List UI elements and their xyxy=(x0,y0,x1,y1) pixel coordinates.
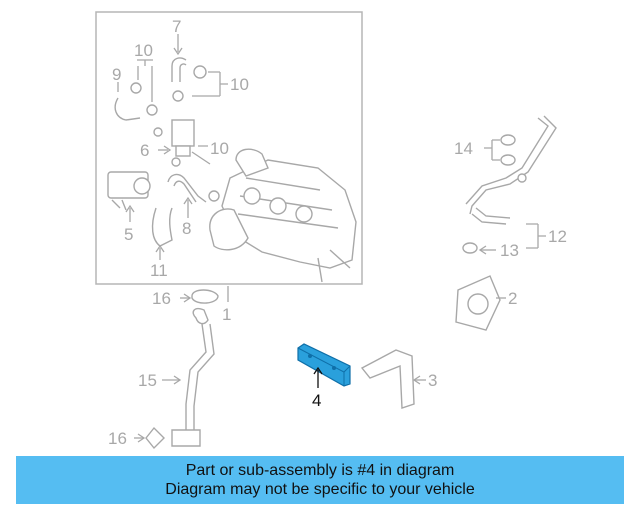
banner-line-2: Diagram may not be specific to your vehi… xyxy=(165,481,475,498)
clamps-part-10-top xyxy=(130,59,228,116)
label-part-10a: 10 xyxy=(134,41,153,60)
label-part-10c: 10 xyxy=(210,139,229,158)
hose-part-9 xyxy=(114,97,141,121)
label-part-12: 12 xyxy=(548,227,567,246)
info-banner: Part or sub-assembly is #4 in diagram Di… xyxy=(16,456,624,504)
hose-part-8 xyxy=(167,173,207,218)
label-part-11: 11 xyxy=(150,261,168,280)
bracket-part-4-highlighted xyxy=(297,343,351,388)
label-part-4: 4 xyxy=(312,391,321,410)
label-part-5: 5 xyxy=(124,225,133,244)
hose-part-11 xyxy=(151,207,173,260)
label-part-13: 13 xyxy=(500,241,519,260)
pipe-part-15 xyxy=(162,308,215,447)
label-part-2: 2 xyxy=(508,289,517,308)
label-part-16b: 16 xyxy=(108,429,127,448)
oil-line-part-12 xyxy=(465,115,557,249)
valve-part-6 xyxy=(153,119,195,157)
clamps-part-10-middle xyxy=(171,145,220,202)
label-part-6: 6 xyxy=(140,141,149,160)
hose-part-7 xyxy=(171,34,187,82)
washers-part-14 xyxy=(484,134,516,166)
turbocharger-manifold xyxy=(209,148,357,283)
label-part-1: 1 xyxy=(222,305,231,324)
assembly-frame xyxy=(95,11,363,285)
label-part-14: 14 xyxy=(454,139,473,158)
gasket-part-16-bottom xyxy=(134,426,165,450)
label-part-10b: 10 xyxy=(230,75,249,94)
label-part-3: 3 xyxy=(428,371,437,390)
label-part-16a: 16 xyxy=(152,289,171,308)
label-part-8: 8 xyxy=(182,219,191,238)
gasket-part-16-top xyxy=(180,289,219,304)
label-part-15: 15 xyxy=(138,371,157,390)
label-part-7: 7 xyxy=(172,17,181,36)
solenoid-part-5 xyxy=(107,171,151,222)
gasket-part-2 xyxy=(455,275,506,331)
banner-line-1: Part or sub-assembly is #4 in diagram xyxy=(185,462,455,479)
washer-part-13 xyxy=(462,242,496,255)
bracket-part-3 xyxy=(360,349,426,409)
label-part-9: 9 xyxy=(112,65,121,84)
